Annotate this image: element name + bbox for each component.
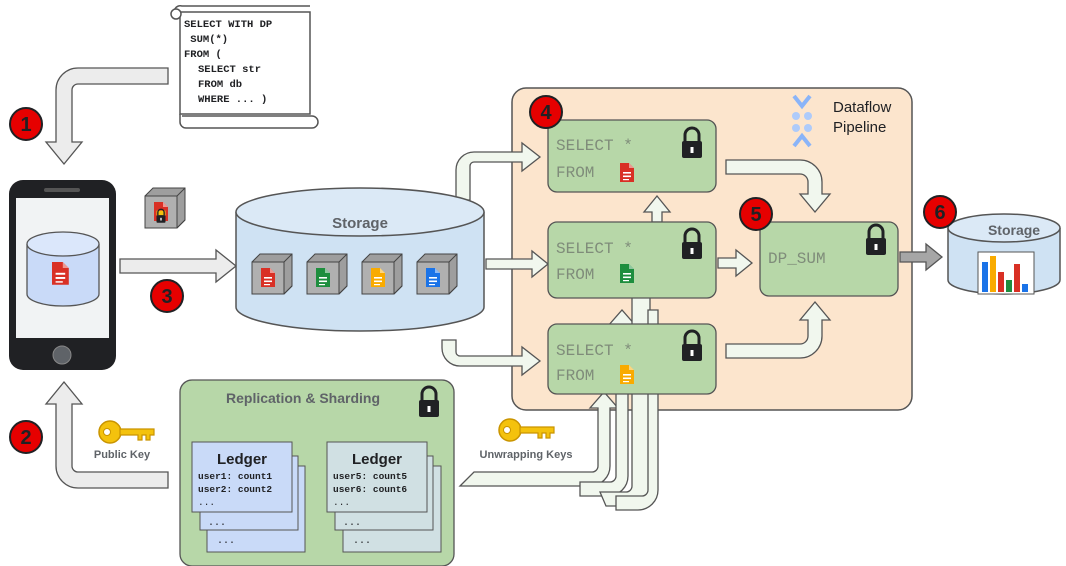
ledger-row: ... — [198, 497, 215, 508]
step-number: 2 — [20, 427, 31, 449]
sql-line: SELECT WITH DP — [184, 19, 272, 31]
query-line2: FROM — [556, 367, 594, 385]
step-badge: 5 — [739, 197, 773, 231]
step-badge: 1 — [9, 107, 43, 141]
query-line2: FROM — [556, 266, 594, 284]
pipeline-title-line1: Dataflow — [833, 99, 892, 116]
ledger-row: user1: count1 — [198, 471, 272, 482]
pipeline-title-line2: Pipeline — [833, 119, 886, 136]
ledger-title: Ledger — [352, 451, 402, 468]
key-icon — [498, 418, 555, 442]
unwrapping-keys-label: Unwrapping Keys — [480, 449, 573, 461]
ledger-stack: ... ... Ledger user5: count5 user6: coun… — [326, 441, 442, 553]
sql-line: SUM(*) — [184, 34, 228, 46]
sql-line: FROM db — [198, 79, 242, 91]
dp-sum-box: DP_SUM — [759, 221, 899, 297]
ledger-row: user5: count5 — [333, 471, 407, 482]
sql-code: SELECT WITH DP SUM(*) FROM ( SELECT str … — [184, 19, 279, 106]
encrypted-document-cube — [144, 187, 186, 229]
ledger-ellipsis: ... — [343, 518, 361, 529]
query-line1: SELECT * — [556, 342, 633, 360]
key-icon — [98, 420, 155, 444]
step-number: 1 — [20, 114, 31, 136]
step-number: 4 — [540, 102, 552, 124]
public-key-label: Public Key — [94, 449, 151, 461]
storage-label: Storage — [332, 215, 388, 232]
step-badge: 4 — [529, 95, 563, 129]
dataflow-logo-icon — [792, 94, 812, 148]
ledger-row: user2: count2 — [198, 484, 272, 495]
sql-query-scroll: SELECT WITH DP SUM(*) FROM ( SELECT str … — [170, 4, 319, 129]
dp-sum-label: DP_SUM — [768, 250, 826, 268]
output-storage-label: Storage — [988, 222, 1040, 238]
step-number: 6 — [934, 202, 945, 224]
bar-chart-icon — [977, 251, 1035, 295]
storage-database: Storage — [235, 187, 485, 332]
step-badge: 6 — [923, 195, 957, 229]
ledger-row: user6: count6 — [333, 484, 407, 495]
query-box: SELECT * FROM — [547, 119, 717, 193]
step-number: 5 — [750, 204, 761, 226]
lock-icon — [155, 208, 167, 224]
step-badge: 2 — [9, 420, 43, 454]
query-line1: SELECT * — [556, 137, 633, 155]
query-box: SELECT * FROM — [547, 323, 717, 395]
step-badge: 3 — [150, 279, 184, 313]
ledger-stack: ... ... Ledger user1: count1 user2: coun… — [191, 441, 306, 553]
replication-title: Replication & Sharding — [226, 390, 380, 406]
sql-line: FROM ( — [184, 49, 222, 61]
sql-line: WHERE ... ) — [198, 94, 267, 106]
database-icon — [26, 231, 100, 307]
query-line2: FROM — [556, 164, 594, 182]
step-number: 3 — [161, 286, 172, 308]
ledger-ellipsis: ... — [353, 536, 371, 547]
ledger-ellipsis: ... — [217, 536, 235, 547]
ledger-ellipsis: ... — [208, 518, 226, 529]
query-line1: SELECT * — [556, 240, 633, 258]
ledger-title: Ledger — [217, 451, 267, 468]
sql-line: SELECT str — [198, 64, 261, 76]
query-box: SELECT * FROM — [547, 221, 717, 299]
ledger-row: ... — [333, 497, 350, 508]
